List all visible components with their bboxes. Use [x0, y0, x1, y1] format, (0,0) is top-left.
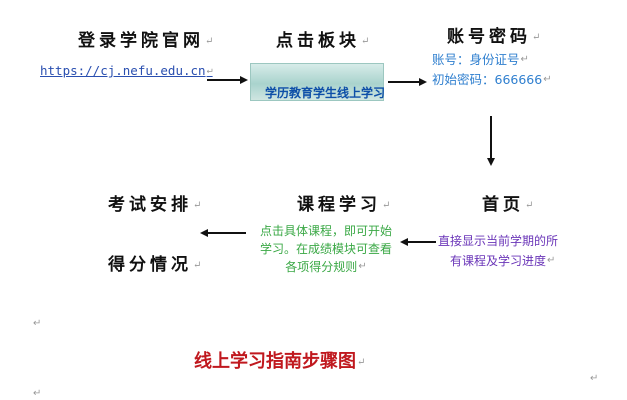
step-score-heading: 得分情况↵ — [108, 255, 202, 275]
college-website-link[interactable]: https://cj.nefu.edu.cn↵ — [40, 63, 213, 78]
credentials-password: 初始密码：666666↵ — [432, 72, 552, 87]
paragraph-mark: ↵ — [590, 373, 599, 384]
step-login-heading: 登录学院官网↵ — [78, 31, 214, 51]
paragraph-mark: ↵ — [33, 318, 42, 329]
credentials-account: 账号：身份证号↵ — [432, 52, 529, 67]
banner-label: 学历教育学生线上学习 — [265, 86, 386, 100]
home-description: 直接显示当前学期的所 有课程及学习进度↵ — [438, 232, 558, 271]
course-study-description: 点击具体课程，即可开始 学习。在成绩模块可查看 各项得分规则↵ — [255, 222, 397, 276]
step-credentials-heading: 账号密码↵ — [447, 27, 541, 47]
home-description-line2: 有课程及学习进度↵ — [450, 254, 556, 268]
course-study-line2: 学习。在成绩模块可查看 — [259, 242, 392, 256]
step-home-heading: 首页↵ — [482, 195, 534, 215]
course-study-line3: 各项得分规则↵ — [285, 260, 367, 274]
paragraph-mark: ↵ — [33, 388, 42, 399]
home-description-line1: 直接显示当前学期的所 — [438, 234, 559, 248]
online-learning-banner[interactable]: 学历教育学生线上学习 — [250, 63, 386, 101]
step-click-block-heading: 点击板块↵ — [276, 31, 370, 51]
diagram-title: 线上学习指南步骤图↵ — [194, 351, 366, 372]
step-course-study-heading: 课程学习↵ — [297, 195, 391, 215]
credentials-info: 账号：身份证号↵ 初始密码：666666↵ — [432, 50, 552, 90]
course-study-line1: 点击具体课程，即可开始 — [259, 224, 392, 238]
step-exam-heading: 考试安排↵ — [108, 195, 202, 215]
